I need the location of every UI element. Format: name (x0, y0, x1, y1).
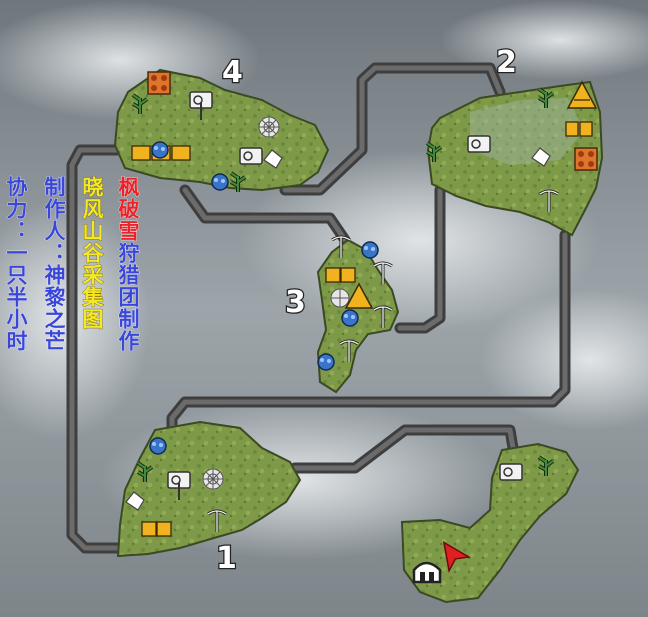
credit-map-title: 晓风山谷采集图 (80, 176, 105, 331)
credit-team: 枫破雪狩猎团制作 (116, 176, 141, 353)
herb-gathering-icon (131, 93, 149, 114)
cloud (440, 0, 648, 80)
fishing-icon (499, 463, 523, 481)
mushroom-icon (341, 309, 359, 327)
honey-icon (344, 282, 374, 309)
honey-icon (566, 80, 598, 109)
fishing-icon (189, 91, 213, 120)
fishing-icon (239, 147, 263, 165)
mushroom-icon (361, 241, 379, 259)
bug-catching-icon (373, 261, 393, 284)
zone-label-4: 3 (285, 285, 306, 320)
mushroom-icon (211, 173, 229, 191)
honey-icon (565, 121, 593, 137)
fishing-icon (167, 471, 191, 500)
credit-producer: 制作人：神黎之芒 (42, 176, 67, 353)
spider-web-icon (330, 288, 350, 308)
bug-catching-icon (331, 235, 351, 258)
credit-assistant: 协力：一只半小时 (4, 176, 29, 353)
bone-pile-icon (125, 491, 145, 511)
spider-web-icon (258, 116, 280, 138)
bug-catching-icon (339, 339, 359, 362)
credit-team-name: 枫破雪 (116, 176, 141, 243)
bug-catching-icon (373, 305, 393, 328)
ore-mining-icon (574, 147, 598, 171)
herb-gathering-icon (537, 455, 555, 476)
honey-icon (325, 267, 356, 283)
zone-label-1: 1 (216, 541, 237, 576)
player-arrow-icon (442, 541, 471, 573)
credit-team-suffix: 狩猎团制作 (116, 242, 141, 353)
honey-icon (141, 521, 172, 537)
bone-pile-icon (263, 149, 283, 169)
mushroom-icon (149, 437, 167, 455)
bug-catching-icon (207, 509, 227, 532)
zone-label-2: 2 (496, 45, 517, 80)
mushroom-icon (317, 353, 335, 371)
herb-gathering-icon (425, 141, 443, 162)
spider-web-icon (202, 468, 224, 490)
zone-paths-inner (69, 65, 568, 551)
herb-gathering-icon (537, 87, 555, 108)
herb-gathering-icon (136, 461, 154, 482)
base-camp-tent-icon (412, 561, 442, 584)
bug-catching-icon (539, 189, 559, 212)
fishing-icon (467, 135, 491, 153)
zone-2-land (426, 80, 604, 237)
ore-mining-icon (147, 71, 171, 95)
bone-pile-icon (531, 147, 551, 167)
mushroom-icon (151, 141, 169, 159)
camp-area-land (400, 442, 580, 604)
herb-gathering-icon (229, 171, 247, 192)
zone-label-3: 4 (222, 55, 243, 90)
